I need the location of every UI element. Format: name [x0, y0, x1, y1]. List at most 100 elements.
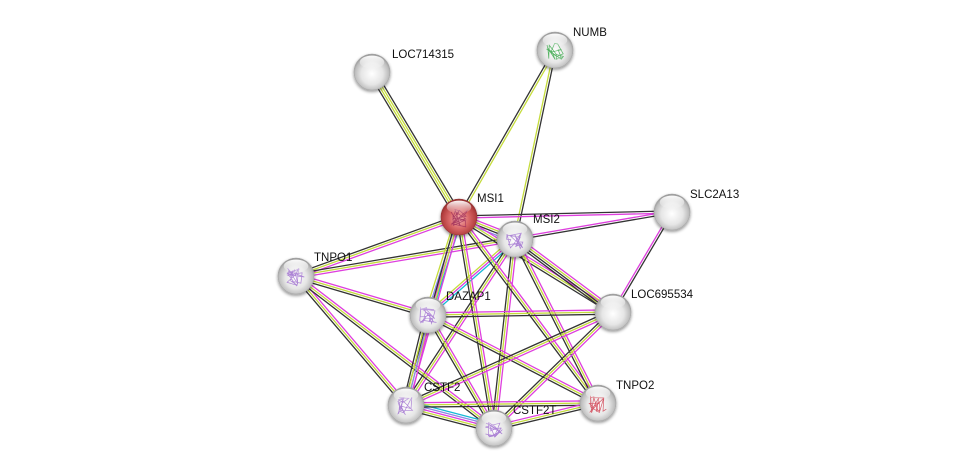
- edge-evidence-experiments: [516, 235, 616, 310]
- node-dazap1[interactable]: DAZAP1: [409, 291, 491, 334]
- node-label: LOC714315: [392, 49, 454, 61]
- edge-evidence-textmining: [405, 311, 614, 406]
- node-loc695534[interactable]: LOC695534: [594, 289, 694, 331]
- edge-msi1-slc2a13[interactable]: [458, 210, 673, 219]
- node-highlight: [393, 388, 419, 402]
- node-highlight: [446, 200, 472, 214]
- edge-evidence-textmining: [493, 311, 614, 429]
- edge-evidence-textmining: [295, 216, 460, 277]
- edge-evidence-experiments: [297, 274, 409, 404]
- node-highlight: [542, 33, 568, 47]
- edge-evidence-textmining: [370, 72, 459, 218]
- edge-evidence-textmining: [513, 49, 555, 239]
- edge-evidence-coexpression: [613, 212, 674, 313]
- node-cstf2t[interactable]: CSTF2T: [475, 405, 556, 447]
- edge-msi2-slc2a13[interactable]: [514, 210, 673, 241]
- edge-evidence-textmining: [427, 314, 495, 429]
- edge-msi2-loc695534[interactable]: [512, 235, 616, 316]
- node-label: MSI2: [533, 214, 560, 226]
- edge-msi1-loc714315[interactable]: [368, 69, 463, 220]
- edge-evidence-coexpression: [425, 315, 493, 430]
- edge-evidence-textmining: [405, 402, 599, 406]
- edge-evidence-experiments: [296, 218, 460, 279]
- node-tnpo2[interactable]: TNPO2: [579, 380, 654, 422]
- protein-structure-icon: [286, 267, 305, 287]
- edge-evidence-textmining: [427, 311, 614, 316]
- node-label: NUMB: [573, 27, 607, 39]
- edge-evidence-experiments: [460, 215, 601, 403]
- edge-evidence-textmining: [459, 50, 557, 218]
- node-highlight: [659, 195, 685, 209]
- edge-msi1-loc695534[interactable]: [457, 214, 615, 315]
- edge-evidence-experiments: [495, 239, 518, 429]
- edge-evidence-coexpression: [426, 316, 598, 406]
- edge-evidence-coexpression: [293, 277, 405, 407]
- edge-msi2-numb[interactable]: [513, 49, 557, 240]
- edge-cstf2-tnpo2[interactable]: [405, 400, 599, 408]
- edge-evidence-coexpression: [374, 69, 463, 216]
- edge-evidence-coexpression: [491, 238, 514, 428]
- edge-msi1-cstf2t[interactable]: [456, 216, 497, 429]
- node-slc2a13[interactable]: SLC2A13: [653, 189, 739, 231]
- edge-dazap1-loc695534[interactable]: [427, 309, 614, 318]
- edge-evidence-coexpression: [295, 214, 459, 275]
- node-label: DAZAP1: [446, 291, 491, 303]
- edge-evidence-textmining: [295, 275, 407, 406]
- edge-dazap1-cstf2t[interactable]: [425, 313, 497, 430]
- edge-evidence-coexpression: [456, 217, 493, 429]
- edge-evidence-coexpression: [492, 309, 612, 427]
- edge-evidence-textmining: [372, 71, 461, 217]
- node-highlight: [415, 298, 441, 312]
- edge-evidence-textmining: [295, 238, 516, 277]
- edge-evidence-coexpression: [515, 50, 557, 240]
- edge-evidence-experiments: [429, 313, 497, 428]
- edge-msi2-tnpo2[interactable]: [512, 237, 601, 405]
- edge-evidence-experiments: [427, 309, 613, 314]
- edge-tnpo1-dazap1[interactable]: [295, 273, 429, 318]
- edge-evidence-experiments: [405, 400, 598, 404]
- edge-msi2-cstf2t[interactable]: [491, 238, 518, 429]
- edge-evidence-experiments: [459, 214, 615, 311]
- node-highlight: [585, 386, 611, 400]
- edge-evidence-database: [429, 240, 517, 318]
- node-highlight: [502, 222, 528, 236]
- node-tnpo1[interactable]: TNPO1: [277, 252, 352, 295]
- node-label: SLC2A13: [690, 189, 739, 201]
- node-highlight: [283, 259, 309, 273]
- edge-loc695534-cstf2[interactable]: [404, 309, 615, 408]
- edge-evidence-coexpression: [406, 404, 599, 408]
- node-label: CSTF2: [424, 382, 460, 394]
- edge-tnpo1-cstf2[interactable]: [293, 274, 409, 407]
- node-numb[interactable]: NUMB: [536, 27, 607, 69]
- edge-evidence-experiments: [460, 216, 497, 428]
- edge-evidence-experiments: [406, 313, 615, 408]
- edge-evidence-coexpression: [513, 239, 613, 314]
- node-msi1[interactable]: MSI1: [440, 193, 504, 236]
- edge-evidence-coexpression: [428, 313, 614, 318]
- edge-evidence-textmining: [514, 238, 599, 404]
- node-label: MSI1: [477, 193, 504, 205]
- node-msi2[interactable]: MSI2: [496, 214, 560, 258]
- edge-evidence-coexpression: [457, 49, 555, 217]
- edge-evidence-coexpression: [295, 277, 428, 318]
- edge-evidence-coexpression: [515, 212, 673, 241]
- edge-msi1-tnpo1[interactable]: [295, 214, 460, 279]
- node-highlight: [481, 411, 507, 425]
- protein-structure-icon: [546, 43, 564, 60]
- node-label: TNPO2: [616, 380, 654, 392]
- protein-structure-icon: [506, 232, 524, 250]
- edge-loc695534-cstf2t[interactable]: [492, 309, 615, 431]
- node-label: LOC695534: [631, 289, 694, 301]
- node-cstf2[interactable]: CSTF2: [387, 382, 460, 424]
- node-highlight: [359, 55, 385, 69]
- edge-evidence-experiments: [296, 273, 429, 314]
- edge-slc2a13-loc695534[interactable]: [611, 211, 674, 313]
- node-loc714315[interactable]: LOC714315: [353, 49, 454, 91]
- node-highlight: [600, 295, 626, 309]
- edge-evidence-coexpression: [368, 73, 457, 220]
- edge-evidence-coexpression: [512, 239, 597, 405]
- edge-evidence-textmining: [295, 275, 429, 316]
- edge-msi1-numb[interactable]: [457, 49, 557, 218]
- edge-evidence-experiments: [514, 210, 672, 239]
